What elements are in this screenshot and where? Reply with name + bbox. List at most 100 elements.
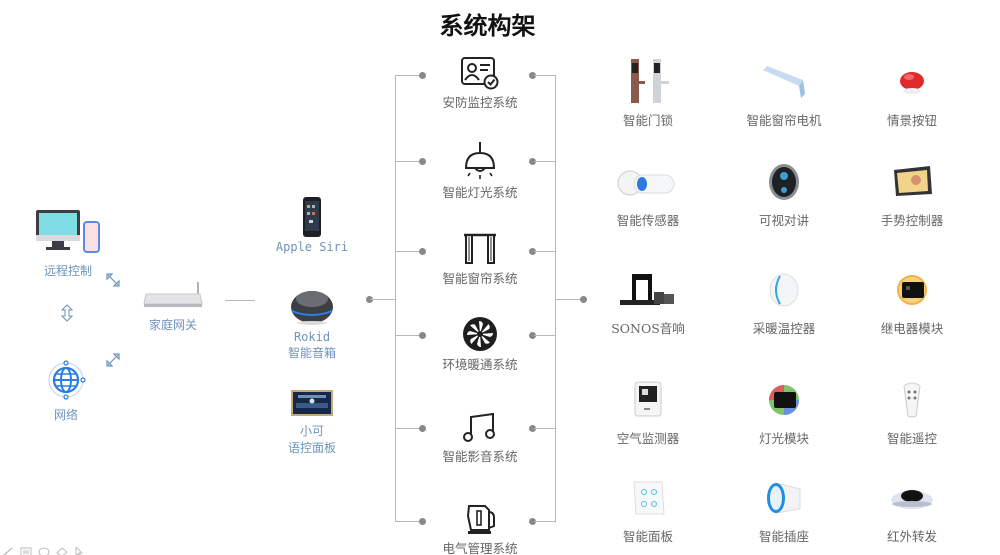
system-curtain: 智能窗帘系统 xyxy=(420,232,540,287)
device-label: 智能面板 xyxy=(622,529,673,544)
computer-phone-icon xyxy=(28,208,108,256)
system-audio-video: 智能影音系统 xyxy=(420,410,540,465)
voice-label-line1: Apple Siri xyxy=(275,240,349,254)
gesture-controller-icon xyxy=(852,156,972,208)
thermostat-icon xyxy=(724,264,844,316)
device-item: 智能门锁 xyxy=(588,56,708,129)
branch-line-left xyxy=(395,251,421,252)
device-label: 可视对讲 xyxy=(758,213,809,228)
device-item: 继电器模块 xyxy=(852,264,972,337)
lasso-icon[interactable] xyxy=(38,542,50,555)
connector-line xyxy=(555,299,583,300)
branch-dot-right xyxy=(529,332,536,339)
voice-label-line1: 小可 xyxy=(299,424,324,438)
device-item: 手势控制器 xyxy=(852,156,972,229)
device-label: 继电器模块 xyxy=(880,321,944,336)
eraser-icon[interactable] xyxy=(56,542,68,555)
voice-label-line2: 语控面板 xyxy=(287,441,336,455)
voice-item-xiaoke: 小可 语控面板 xyxy=(270,388,354,456)
branch-line-left xyxy=(395,161,421,162)
id-card-check-icon xyxy=(420,56,540,90)
device-item: 可视对讲 xyxy=(724,156,844,229)
device-item: 智能遥控 xyxy=(852,374,972,447)
device-label: 智能插座 xyxy=(758,529,809,544)
page-title: 系统构架 xyxy=(439,12,536,40)
branch-dot-left xyxy=(419,332,426,339)
relay-module-icon xyxy=(852,264,972,316)
branch-line-right xyxy=(534,521,556,522)
system-security: 安防监控系统 xyxy=(420,56,540,111)
device-label: 灯光模块 xyxy=(758,431,809,446)
device-item: SONOS音响 xyxy=(588,264,708,337)
sonos-speaker-icon xyxy=(588,264,708,316)
curtain-motor-icon xyxy=(724,56,844,108)
branch-line-right xyxy=(534,428,556,429)
branch-dot-left xyxy=(419,72,426,79)
device-label: 空气监测器 xyxy=(616,431,680,446)
branch-dot-left xyxy=(419,425,426,432)
branch-line-left xyxy=(395,428,421,429)
device-item: 采暖温控器 xyxy=(724,264,844,337)
branch-dot-right xyxy=(529,248,536,255)
branch-dot-left xyxy=(419,518,426,525)
remote-control-node: 远程控制 xyxy=(28,208,108,279)
device-item: 红外转发 xyxy=(852,472,972,545)
device-label: 手势控制器 xyxy=(880,213,944,228)
branch-line-left xyxy=(395,335,421,336)
connector-line xyxy=(225,300,255,301)
system-lighting: 智能灯光系统 xyxy=(420,142,540,201)
light-module-icon xyxy=(724,374,844,426)
gateway-node: 家庭网关 xyxy=(138,280,208,333)
voice-item-apple-siri: Apple Siri xyxy=(270,196,354,254)
scene-button-icon xyxy=(852,56,972,108)
device-label: 情景按钮 xyxy=(886,113,937,128)
connector-dot xyxy=(366,296,373,303)
device-label: 智能传感器 xyxy=(616,213,680,228)
device-item: 智能传感器 xyxy=(588,156,708,229)
vertical-arrow-icon xyxy=(60,304,74,326)
smart-panel-icon xyxy=(588,472,708,524)
system-electrical: 电气管理系统 xyxy=(420,502,540,555)
router-icon xyxy=(138,280,208,310)
highlighter-icon[interactable] xyxy=(20,542,32,555)
branch-line-left xyxy=(395,75,421,76)
smartphone-icon xyxy=(270,196,354,238)
connector-line xyxy=(370,299,395,300)
branch-line-right xyxy=(534,161,556,162)
gateway-label: 家庭网关 xyxy=(148,318,197,332)
device-item: 智能插座 xyxy=(724,472,844,545)
branch-dot-right xyxy=(529,158,536,165)
branch-line-right xyxy=(534,75,556,76)
branch-dot-right xyxy=(529,518,536,525)
voice-label-line1: Rokid xyxy=(293,330,331,344)
device-label: 红外转发 xyxy=(886,529,937,544)
device-label: 智能窗帘电机 xyxy=(746,113,822,128)
pen-icon[interactable] xyxy=(2,542,14,555)
device-item: 智能面板 xyxy=(588,472,708,545)
systems-right-bracket xyxy=(555,75,556,521)
globe-icon xyxy=(36,360,96,400)
sensor-icon xyxy=(588,156,708,208)
system-label: 智能影音系统 xyxy=(442,449,518,464)
voice-item-rokid: Rokid 智能音箱 xyxy=(270,284,354,361)
device-item: 智能窗帘电机 xyxy=(724,56,844,129)
system-label: 环境暖通系统 xyxy=(442,357,518,372)
systems-left-bracket xyxy=(395,75,396,521)
door-lock-icon xyxy=(588,56,708,108)
pointer-icon[interactable] xyxy=(74,542,86,555)
expand-arrow-icon xyxy=(106,272,120,291)
remote-control-icon xyxy=(852,374,972,426)
network-label: 网络 xyxy=(53,408,78,422)
curtain-icon xyxy=(420,232,540,266)
network-node: 网络 xyxy=(36,360,96,423)
annotation-toolbar xyxy=(2,542,86,555)
branch-dot-left xyxy=(419,158,426,165)
voice-label-line2: 智能音箱 xyxy=(287,346,336,360)
device-label: 智能遥控 xyxy=(886,431,937,446)
device-item: 情景按钮 xyxy=(852,56,972,129)
video-intercom-icon xyxy=(724,156,844,208)
branch-dot-right xyxy=(529,425,536,432)
device-item: 空气监测器 xyxy=(588,374,708,447)
air-monitor-icon xyxy=(588,374,708,426)
music-note-icon xyxy=(420,410,540,444)
